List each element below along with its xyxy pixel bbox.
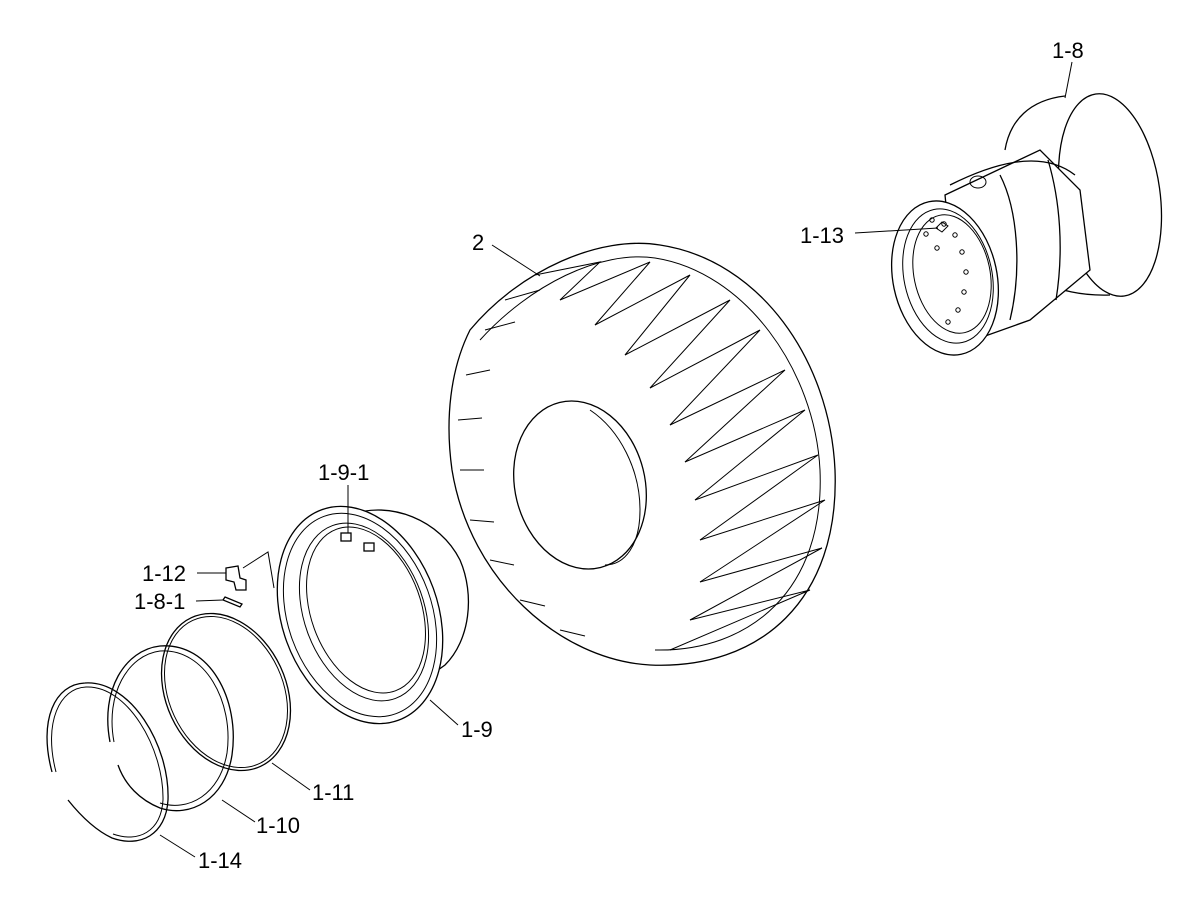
label-lock-plate: 1-12	[142, 561, 186, 586]
bead-ring-1-14	[46, 682, 169, 842]
pin-1-8-1	[222, 596, 243, 608]
tread-lugs	[457, 261, 826, 651]
side-ring-tab-1-9-1	[340, 532, 352, 542]
label-o-ring: 1-11	[312, 780, 354, 805]
bolt-holes	[923, 217, 969, 325]
flange-1-9	[276, 505, 470, 725]
lock-ring-1-10	[107, 645, 234, 812]
leader-lines	[159, 61, 1073, 858]
label-valve: 1-13	[800, 223, 844, 248]
label-bead-ring: 1-14	[198, 848, 242, 873]
label-flange: 1-9	[461, 717, 493, 742]
label-side-ring: 1-9-1	[318, 460, 369, 485]
valve-1-13	[935, 221, 949, 233]
rim-1-8	[890, 93, 1163, 356]
label-rim: 1-8	[1052, 38, 1084, 63]
label-pin: 1-8-1	[134, 589, 185, 614]
tire-2	[448, 242, 836, 666]
label-tire: 2	[472, 230, 484, 255]
valve-hole	[969, 175, 987, 189]
lock-plate-1-12	[225, 565, 247, 591]
label-lock-ring: 1-10	[256, 813, 300, 838]
o-ring-1-11	[160, 612, 292, 772]
